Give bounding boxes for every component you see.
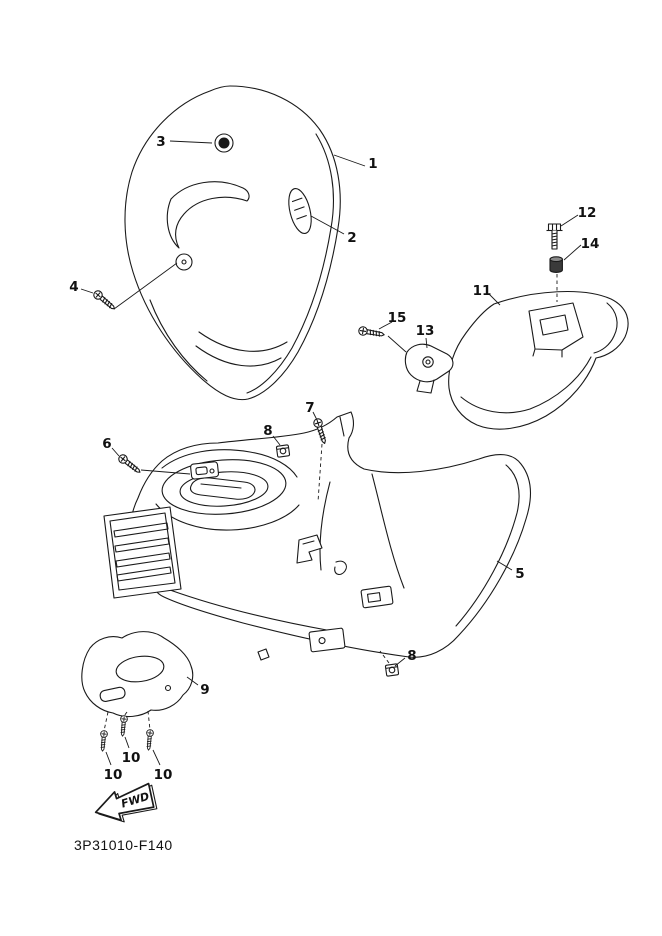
clip-8-upper-icon (275, 444, 291, 458)
callout-10-right: 10 (154, 767, 173, 783)
fwd-arrow: FWD (94, 782, 158, 823)
grommet-icon (214, 133, 234, 153)
latch-detail-icon (190, 461, 220, 480)
headlight-recess-icon (166, 181, 250, 249)
callout-15: 15 (388, 310, 407, 326)
callout-1: 1 (368, 156, 377, 172)
panel-bracket-icon (296, 534, 323, 564)
screw-10-right-icon (144, 728, 155, 751)
callout-8-lower: 8 (407, 648, 416, 664)
screw-boss-icon (175, 253, 193, 271)
callout-10-middle: 10 (122, 750, 141, 766)
callout-2: 2 (347, 230, 356, 246)
bottom-tab-icon (308, 627, 346, 653)
stand-stopper-icon (360, 585, 394, 609)
leg-shield-panel-icon (103, 411, 531, 661)
assembly-axis-lines (103, 274, 558, 732)
leader-lines (80, 140, 582, 766)
callout-12: 12 (578, 205, 597, 221)
screw-4-icon (91, 288, 118, 313)
callout-7: 7 (305, 400, 314, 416)
callout-6: 6 (102, 436, 111, 452)
callout-8-upper: 8 (263, 423, 272, 439)
callout-5: 5 (515, 566, 524, 582)
callout-11: 11 (473, 283, 492, 299)
front-shield-panel-icon (124, 85, 341, 401)
callout-13: 13 (416, 323, 435, 339)
small-clip-detail-icon (257, 648, 270, 661)
callout-labels: 1 2 3 4 5 6 7 8 8 9 10 10 10 11 12 13 14… (69, 134, 599, 783)
screw-10-middle-icon (118, 714, 129, 737)
hook-detail-icon (334, 560, 347, 576)
stay-bracket-icon (404, 343, 454, 394)
diagram-code: 3P31010-F140 (74, 837, 173, 853)
vent-panel-icon (103, 506, 182, 599)
flange-bolt-icon (546, 223, 563, 250)
shield-emblem-icon (288, 188, 312, 234)
screw-6-icon (116, 452, 144, 477)
collar-spacer-icon (549, 256, 563, 273)
callout-14: 14 (581, 236, 600, 252)
callout-4: 4 (69, 279, 78, 295)
callout-10-left: 10 (104, 767, 123, 783)
screw-10-left-icon (98, 729, 109, 752)
callout-9: 9 (200, 682, 209, 698)
fender-bracket-icon (528, 302, 584, 351)
callout-3: 3 (156, 134, 165, 150)
under-cover-plate-icon (81, 631, 194, 718)
front-fender-icon (448, 290, 629, 430)
clip-8-lower-icon (384, 663, 400, 677)
